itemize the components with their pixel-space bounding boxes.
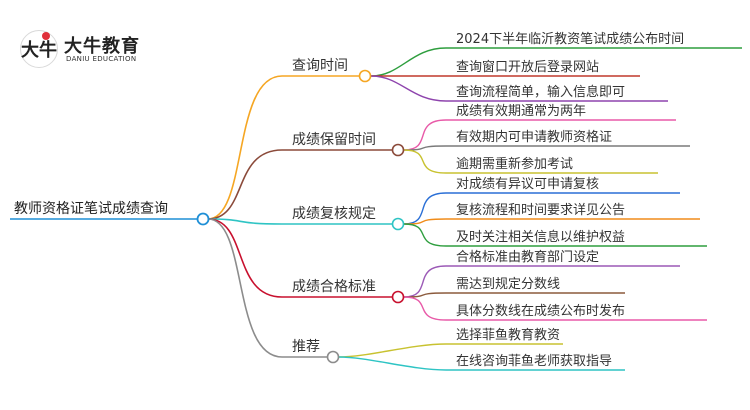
branch-label: 查询时间 (292, 58, 348, 74)
leaf-label: 对成绩有异议可申请复核 (456, 177, 599, 192)
logo-subtitle: DANIU EDUCATION (66, 55, 137, 63)
branch-connector (207, 75, 283, 220)
leaf-connector (370, 47, 447, 77)
leaf-label: 复核流程和时间要求详见公告 (456, 203, 625, 218)
leaf-connector (403, 149, 447, 174)
leaf-connector (403, 296, 447, 321)
branch-node-circle (391, 290, 405, 304)
branch-connector (207, 218, 283, 225)
leaf-label: 需达到规定分数线 (456, 277, 560, 292)
leaf-connector (403, 192, 447, 225)
leaf-label: 合格标准由教育部门设定 (456, 249, 599, 265)
leaf-label: 2024下半年临沂教资笔试成绩公布时间 (456, 31, 684, 47)
leaf-connector (403, 265, 447, 298)
leaf-label: 及时关注相关信息以维护权益 (456, 229, 625, 245)
branch-node-circle (326, 350, 340, 364)
logo-mark-text: 大牛 (21, 40, 57, 61)
branch-node-circle (391, 143, 405, 157)
leaf-label: 在线咨询菲鱼老师获取指导 (456, 353, 612, 369)
leaf-connector (338, 356, 447, 371)
leaf-connector (403, 218, 447, 225)
leaf-connector (338, 343, 447, 358)
branch-connector (207, 218, 283, 298)
branch-node-circle (391, 217, 405, 231)
root-node-circle (196, 212, 210, 226)
leaf-label: 有效期内可申请教师资格证 (456, 129, 612, 145)
branch-label: 成绩复核规定 (292, 205, 376, 222)
logo-mark: 大牛 (20, 30, 58, 68)
brand-logo: 大牛 大牛教育 DANIU EDUCATION (20, 30, 170, 70)
leaf-label: 成绩有效期通常为两年 (456, 104, 586, 119)
logo-title: 大牛教育 (64, 36, 140, 57)
leaf-connector (403, 119, 447, 151)
branch-connector (207, 218, 283, 358)
leaf-connector (370, 75, 447, 102)
leaf-label: 具体分数线在成绩公布时发布 (456, 303, 625, 319)
branch-node-circle (358, 69, 372, 83)
leaf-connector (403, 223, 447, 247)
leaf-label: 查询窗口开放后登录网站 (456, 59, 599, 75)
branch-label: 成绩保留时间 (292, 132, 376, 148)
leaf-label: 逾期需重新参加考试 (456, 156, 573, 172)
leaf-label: 查询流程简单，输入信息即可 (456, 84, 625, 100)
logo-red-dot-icon (42, 32, 50, 40)
leaf-connector (403, 145, 447, 151)
leaf-connector (403, 292, 447, 298)
branch-label: 成绩合格标准 (292, 279, 376, 295)
branch-connector (207, 149, 283, 220)
root-label: 教师资格证笔试成绩查询 (14, 201, 168, 217)
leaf-label: 选择菲鱼教育教资 (456, 327, 560, 343)
branch-label: 推荐 (292, 339, 320, 355)
